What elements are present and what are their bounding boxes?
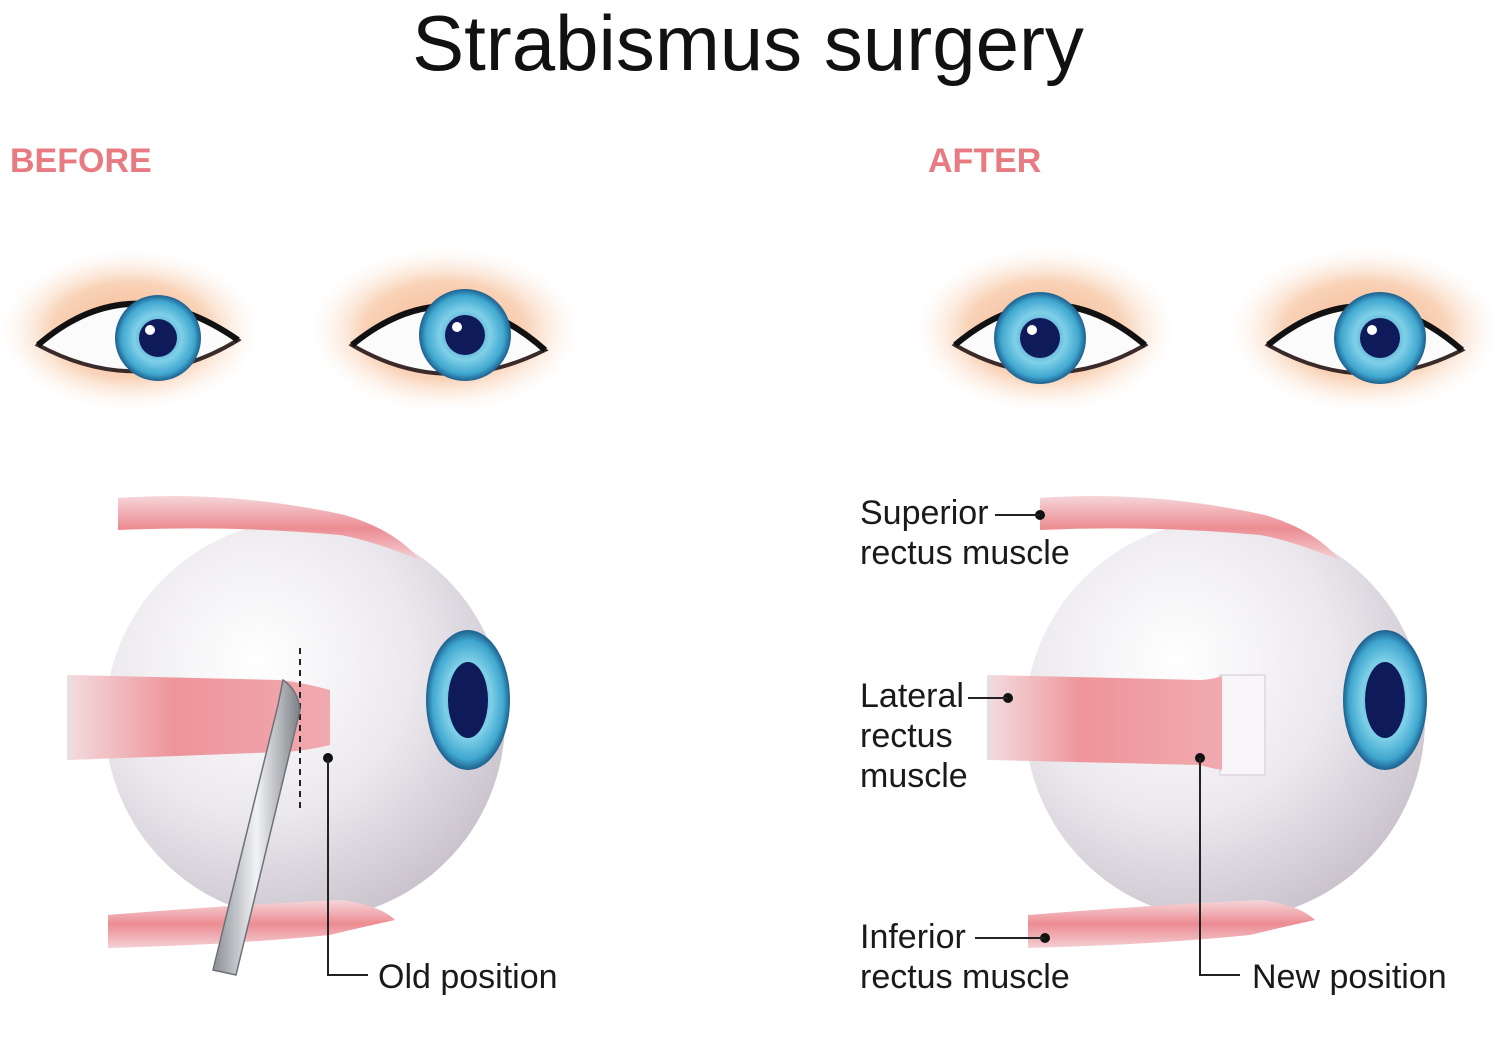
after-eyeball: New position Superior rectus muscle Late…: [860, 494, 1447, 996]
after-inferior-rectus: [1028, 900, 1315, 948]
new-position-label: New position: [1252, 958, 1447, 996]
lateral-label-line1: Lateral: [860, 677, 964, 715]
before-superior-rectus: [118, 496, 420, 560]
before-inferior-rectus: [108, 900, 395, 948]
after-superior-rectus: [1040, 496, 1340, 560]
superior-label-line1: Superior: [860, 494, 989, 532]
superior-label-line2: rectus muscle: [860, 534, 1070, 572]
before-cornea: [426, 630, 510, 770]
lateral-label: Lateral rectus muscle: [860, 677, 973, 795]
inferior-label-line2: rectus muscle: [860, 958, 1070, 996]
after-cornea: [1343, 630, 1427, 770]
after-lateral-rectus: [987, 675, 1222, 770]
old-position-label: Old position: [378, 958, 558, 996]
page-title: Strabismus surgery: [412, 0, 1084, 87]
before-label: BEFORE: [10, 142, 152, 180]
before-lateral-rectus: [67, 675, 330, 760]
before-eyeball: Old position: [67, 496, 558, 996]
forceps-icon: [212, 678, 301, 976]
lateral-label-line2: rectus: [860, 717, 953, 755]
after-left-eye: [1230, 248, 1500, 412]
after-right-eye: [915, 248, 1175, 412]
superior-label: Superior rectus muscle: [860, 494, 1070, 572]
before-left-eye: [310, 248, 580, 412]
after-label: AFTER: [928, 142, 1041, 180]
lateral-label-line3: muscle: [860, 757, 968, 795]
inferior-label-line1: Inferior: [860, 918, 966, 956]
before-right-eye: [0, 250, 260, 410]
old-insertion-scar: [1219, 674, 1266, 776]
inferior-label: Inferior rectus muscle: [860, 918, 1070, 996]
